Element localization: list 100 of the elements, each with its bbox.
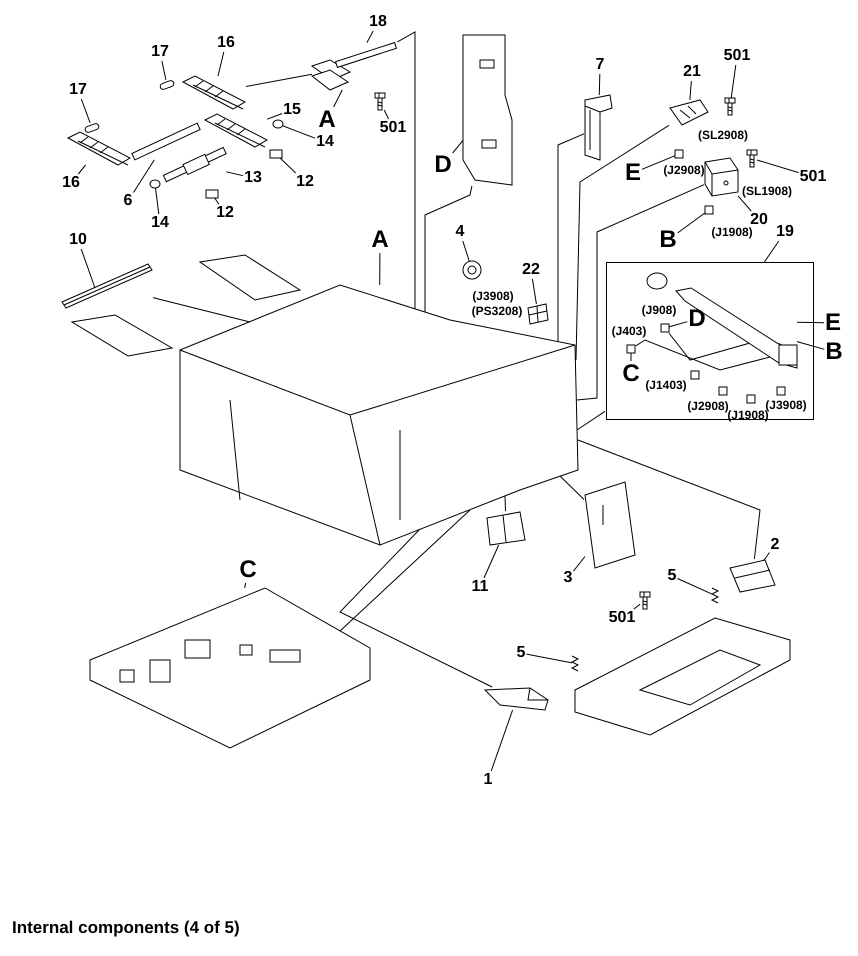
reference-letter: B	[825, 340, 843, 364]
connector-label: (J2908)	[663, 164, 705, 176]
pin-drawing	[158, 79, 176, 91]
roller-pad-drawing	[66, 131, 132, 166]
assembly-line	[504, 496, 506, 512]
reference-letter: E	[825, 311, 841, 335]
bushing-drawing	[150, 180, 160, 188]
assembly-line	[668, 332, 750, 361]
callout-number: 10	[69, 232, 87, 248]
connector-drawing	[626, 344, 636, 354]
reference-letter: C	[239, 558, 257, 582]
connector-label: (J1908)	[711, 226, 753, 238]
connector-label: (J403)	[612, 325, 646, 337]
solenoid-bracket-drawing	[704, 157, 738, 197]
leader-line	[642, 155, 676, 170]
assembly-line	[576, 410, 606, 430]
main-frame-drawing	[180, 284, 578, 546]
callout-number: 3	[564, 570, 572, 586]
callout-number: 12	[296, 174, 314, 190]
leader-line	[282, 125, 316, 139]
connector-label: (J3908)	[472, 290, 514, 302]
lever-drawing	[729, 559, 776, 593]
lever-drawing	[484, 688, 549, 711]
screw-drawing	[640, 592, 650, 610]
leader-line	[133, 159, 155, 193]
gear-drawing	[462, 260, 482, 280]
connector-label: (SL2908)	[698, 129, 748, 141]
callout-number: 5	[516, 645, 526, 661]
callout-number: 20	[750, 212, 768, 228]
callout-number: 6	[124, 193, 132, 209]
assembly-line	[340, 510, 470, 632]
pin-drawing	[84, 122, 100, 134]
leader-line	[677, 578, 712, 595]
leader-line	[155, 188, 160, 214]
callout-number: 4	[456, 224, 464, 240]
spring-drawing	[570, 656, 580, 672]
callout-number: 19	[776, 224, 794, 240]
assembly-line	[576, 184, 704, 400]
reference-letter: B	[659, 228, 677, 252]
screw-drawing	[374, 92, 386, 110]
sensor-drawing	[527, 303, 549, 325]
connector-label: (SL1908)	[742, 185, 792, 197]
leader-line	[218, 52, 224, 76]
assembly-line	[576, 124, 670, 360]
assembly-line	[246, 74, 312, 87]
guide-bar-drawing	[61, 263, 153, 309]
leader-line	[490, 710, 514, 772]
bushing-drawing	[272, 120, 284, 128]
callout-number: 17	[151, 44, 169, 60]
callout-number: 17	[69, 82, 87, 98]
callout-number: 5	[668, 568, 676, 584]
clip-drawing	[206, 190, 218, 198]
leader-line	[80, 98, 91, 124]
leader-line	[366, 30, 374, 44]
leader-line	[462, 240, 470, 262]
callout-number: 501	[380, 120, 406, 136]
screw-drawing	[746, 150, 758, 168]
callout-number: 21	[683, 64, 701, 80]
leader-line	[598, 74, 600, 96]
leader-line	[668, 321, 688, 328]
callout-number: 501	[724, 48, 750, 64]
callout-number: 14	[316, 134, 334, 150]
callout-number: 14	[151, 215, 169, 231]
assembly-line	[560, 476, 584, 500]
reference-letter: A	[318, 108, 336, 132]
leader-line	[738, 195, 752, 212]
lever-assembly-drawing	[584, 481, 636, 569]
leader-line	[677, 212, 706, 234]
assembly-line	[636, 339, 770, 371]
connector-label: (J1403)	[645, 379, 687, 391]
caption: Internal components (4 of 5)	[12, 918, 240, 938]
leader-line	[532, 278, 537, 304]
reference-letter: D	[434, 153, 452, 177]
leader-line	[266, 113, 283, 120]
leader-line	[764, 240, 780, 262]
roller-pad-drawing	[182, 75, 246, 110]
screw-drawing	[724, 98, 736, 116]
assembly-line	[339, 528, 493, 688]
sensor-drawing	[669, 99, 709, 126]
bracket-drawing	[486, 511, 526, 546]
callout-number: 2	[770, 537, 780, 553]
connector-drawing	[674, 150, 684, 158]
leader-line	[384, 110, 390, 120]
sensor-board-drawing	[462, 34, 512, 186]
assembly-line	[578, 440, 761, 560]
connector-label: (J2908)	[687, 400, 729, 412]
reference-letter: C	[622, 362, 640, 386]
leader-line	[161, 60, 166, 80]
reference-letter: E	[625, 161, 641, 185]
connector-label: (J908)	[642, 304, 676, 316]
inset-frame	[606, 262, 814, 420]
callout-number: 501	[608, 610, 636, 626]
leader-line	[80, 248, 96, 288]
assembly-line	[396, 31, 416, 310]
assembly-line	[558, 133, 584, 342]
leader-line	[333, 90, 343, 108]
assembly-line	[152, 297, 250, 322]
bracket-drawing	[584, 94, 613, 161]
callout-number: 501	[800, 169, 826, 185]
clip-drawing	[270, 150, 282, 158]
